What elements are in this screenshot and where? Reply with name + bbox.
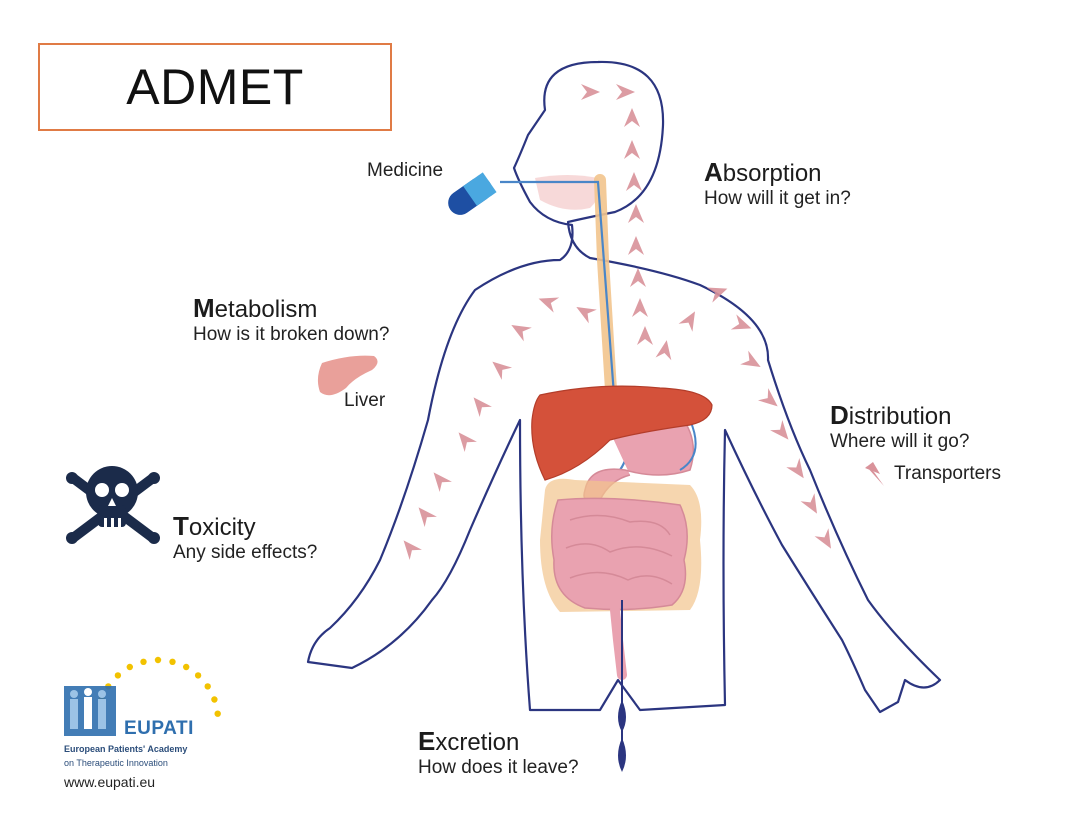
logo-url: www.eupati.eu — [64, 774, 156, 790]
chevron-arrow-icon — [706, 287, 728, 303]
toxicity-rest: oxicity — [188, 514, 256, 541]
toxicity-question: Any side effects? — [173, 541, 318, 563]
chevron-arrow-icon — [800, 493, 817, 514]
logo-name: EUPATI — [124, 718, 194, 739]
metabolism-initial: M — [193, 293, 215, 323]
eu-star-icon — [154, 656, 162, 664]
eu-star-icon — [214, 710, 221, 717]
chevron-arrow-icon — [637, 326, 653, 345]
excretion-drop-2 — [618, 738, 626, 772]
eu-star-icon — [140, 658, 147, 665]
eu-star-icon — [194, 672, 202, 679]
chevron-arrow-icon — [628, 204, 644, 223]
liver-label: Liver — [344, 390, 386, 411]
chevron-arrow-icon — [814, 528, 831, 549]
medicine-label: Medicine — [367, 160, 444, 181]
excretion-label: Excretion How does it leave? — [418, 726, 579, 778]
transporters-label: Transporters — [894, 463, 1001, 484]
skull-crossbones-icon — [66, 466, 160, 544]
liver-icon — [317, 355, 378, 396]
title-box: ADMET — [38, 43, 392, 131]
chevron-arrow-icon — [757, 388, 778, 407]
eu-star-icon — [183, 663, 190, 671]
chevron-arrow-icon — [730, 314, 752, 330]
chevron-arrow-icon — [624, 140, 640, 159]
chevron-arrow-icon — [492, 361, 513, 380]
metabolism-rest: etabolism — [214, 296, 318, 323]
chevron-arrow-icon — [770, 419, 789, 440]
chevron-arrow-icon — [581, 84, 600, 100]
page-title: ADMET — [126, 59, 304, 115]
chevron-arrow-icon — [616, 84, 635, 100]
chevron-arrow-icon — [678, 311, 695, 332]
transporter-arrow-icon — [865, 462, 884, 486]
absorption-label: Absorption How will it get in? — [704, 157, 851, 209]
small-intestine — [551, 497, 688, 611]
excretion-question: How does it leave? — [418, 756, 579, 778]
excretion-drop-1 — [618, 700, 626, 732]
rectum — [610, 605, 627, 680]
chevron-arrow-icon — [624, 108, 640, 127]
distribution-initial: D — [830, 400, 849, 430]
chevron-arrow-icon — [626, 172, 642, 191]
chevron-arrow-icon — [433, 472, 452, 493]
absorption-question: How will it get in? — [704, 187, 851, 209]
chevron-arrow-icon — [538, 297, 560, 313]
metabolism-question: How is it broken down? — [193, 323, 390, 345]
chevron-arrow-icon — [655, 340, 672, 361]
distribution-question: Where will it go? — [830, 430, 970, 452]
chevron-arrow-icon — [632, 298, 648, 317]
body-liver — [531, 385, 713, 481]
distribution-label: Distribution Where will it go? — [830, 400, 970, 452]
absorption-rest: bsorption — [722, 160, 822, 187]
excretion-rest: xcretion — [435, 729, 520, 756]
chevron-arrow-icon — [403, 540, 422, 561]
eu-star-icon — [169, 658, 176, 665]
chevron-arrow-icon — [418, 507, 437, 528]
chevron-arrow-icon — [458, 432, 477, 453]
pill-icon — [448, 172, 497, 215]
toxicity-label: Toxicity Any side effects? — [173, 511, 318, 563]
chevron-arrow-icon — [628, 236, 644, 255]
distribution-arrows — [403, 84, 831, 561]
chevron-arrow-icon — [740, 350, 761, 367]
excretion-initial: E — [418, 726, 436, 756]
eu-star-icon — [204, 683, 211, 690]
eupati-logo-graphic — [64, 656, 221, 736]
distribution-rest: istribution — [848, 403, 952, 430]
metabolism-label: Metabolism How is it broken down? — [193, 293, 390, 345]
chevron-arrow-icon — [473, 397, 492, 418]
absorption-initial: A — [704, 157, 723, 187]
chevron-arrow-icon — [786, 458, 804, 479]
logo-line-2: on Therapeutic Innovation — [64, 758, 168, 768]
mouth-area — [535, 175, 600, 210]
eu-star-icon — [211, 696, 218, 703]
logo-line-1: European Patients' Academy — [64, 744, 188, 754]
eu-star-icon — [126, 663, 133, 671]
chevron-arrow-icon — [576, 307, 597, 324]
chevron-arrow-icon — [511, 325, 532, 342]
eu-star-icon — [114, 672, 122, 679]
chevron-arrow-icon — [630, 268, 646, 287]
eu-stars — [98, 656, 221, 717]
toxicity-initial: T — [173, 511, 189, 541]
eupati-logo: EUPATI European Patients' Academy on The… — [58, 650, 238, 800]
